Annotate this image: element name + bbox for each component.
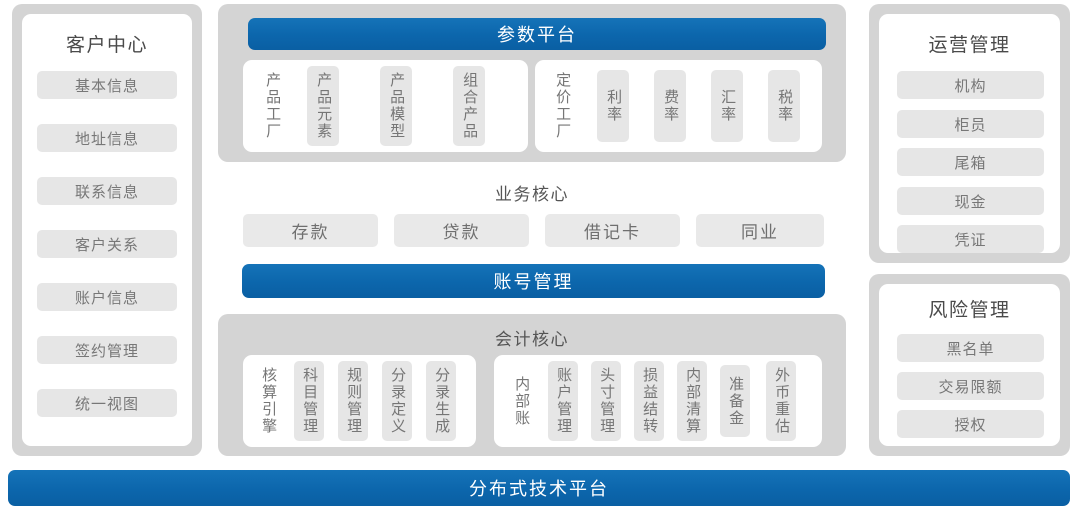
- tile-label: 准备金: [727, 375, 745, 427]
- tile-accounting-engine[interactable]: 核算引擎: [253, 361, 283, 441]
- tile-position-management[interactable]: 头寸管理: [591, 361, 621, 441]
- tile-label: 核算引擎: [260, 367, 278, 435]
- tile-entry-generation[interactable]: 分录生成: [426, 361, 456, 441]
- item-label: 借记卡: [584, 223, 641, 242]
- accounting-core-title: 会计核心: [495, 330, 569, 349]
- parameter-platform-header[interactable]: 参数平台: [248, 18, 826, 50]
- item-label: 同业: [741, 223, 779, 242]
- customer-center-item-6[interactable]: 签约管理: [37, 336, 177, 364]
- item-label: 凭证: [954, 231, 987, 249]
- account-management-bar[interactable]: 账号管理: [242, 264, 825, 298]
- business-core-item-debit-card[interactable]: 借记卡: [545, 214, 680, 247]
- tile-pricing-factory[interactable]: 定价工厂: [546, 66, 578, 146]
- tile-product-element[interactable]: 产品元素: [307, 66, 339, 146]
- item-label: 存款: [291, 223, 330, 242]
- risk-item-transaction-limit[interactable]: 交易限额: [897, 372, 1044, 400]
- parameter-platform-title: 参数平台: [497, 25, 577, 45]
- footer-platform-title: 分布式技术平台: [469, 479, 609, 499]
- tile-rule-management[interactable]: 规则管理: [338, 361, 368, 441]
- tile-interest-rate[interactable]: 利率: [597, 70, 629, 142]
- operations-item-teller[interactable]: 柜员: [897, 110, 1044, 138]
- tile-label: 组合产品: [461, 72, 479, 140]
- tile-label: 税率: [776, 89, 794, 123]
- tile-label: 产品工厂: [264, 72, 282, 140]
- tile-label: 费率: [662, 89, 680, 123]
- tile-label: 分录定义: [389, 367, 407, 435]
- tile-label: 科目管理: [301, 367, 319, 435]
- risk-item-blacklist[interactable]: 黑名单: [897, 334, 1044, 362]
- item-label: 交易限额: [938, 378, 1003, 396]
- item-label: 联系信息: [74, 183, 139, 201]
- tile-exchange-rate[interactable]: 汇率: [711, 70, 743, 142]
- item-label: 机构: [954, 77, 987, 95]
- item-label: 地址信息: [74, 130, 139, 148]
- customer-center-title: 客户中心: [65, 35, 148, 56]
- tile-label: 头寸管理: [598, 367, 616, 435]
- customer-center-item-1[interactable]: 基本信息: [37, 71, 177, 99]
- tile-internal-account[interactable]: 内部账: [506, 361, 536, 441]
- tile-label: 损益结转: [641, 367, 659, 435]
- tile-label: 内部清算: [684, 367, 702, 435]
- risk-item-authorization[interactable]: 授权: [897, 410, 1044, 438]
- tile-label: 定价工厂: [554, 72, 572, 140]
- operations-item-cashbox[interactable]: 尾箱: [897, 148, 1044, 176]
- risk-management-title: 风险管理: [928, 300, 1011, 321]
- business-core-item-interbank[interactable]: 同业: [696, 214, 824, 247]
- tile-profit-loss-carryover[interactable]: 损益结转: [634, 361, 664, 441]
- item-label: 账户信息: [74, 289, 139, 307]
- tile-label: 分录生成: [433, 367, 451, 435]
- tile-label: 账户管理: [555, 367, 573, 435]
- tile-label: 内部账: [513, 375, 531, 427]
- tile-fee-rate[interactable]: 费率: [654, 70, 686, 142]
- tile-subject-management[interactable]: 科目管理: [294, 361, 324, 441]
- operations-management-title: 运营管理: [928, 35, 1011, 56]
- item-label: 现金: [954, 193, 987, 211]
- business-core-item-loan[interactable]: 贷款: [394, 214, 529, 247]
- customer-center-item-2[interactable]: 地址信息: [37, 124, 177, 152]
- operations-item-org[interactable]: 机构: [897, 71, 1044, 99]
- tile-label: 外币重估: [773, 367, 791, 435]
- tile-label: 汇率: [719, 89, 737, 123]
- customer-center-item-7[interactable]: 统一视图: [37, 389, 177, 417]
- tile-product-factory[interactable]: 产品工厂: [256, 66, 288, 146]
- item-label: 柜员: [954, 116, 987, 134]
- business-core-title: 业务核心: [495, 185, 569, 204]
- tile-product-model[interactable]: 产品模型: [380, 66, 412, 146]
- tile-label: 产品元素: [315, 72, 333, 140]
- business-core-item-deposit[interactable]: 存款: [243, 214, 378, 247]
- operations-item-cash[interactable]: 现金: [897, 187, 1044, 215]
- item-label: 授权: [954, 416, 987, 434]
- tile-combined-product[interactable]: 组合产品: [453, 66, 485, 146]
- item-label: 黑名单: [946, 340, 995, 358]
- tile-label: 产品模型: [388, 72, 406, 140]
- tile-internal-settlement[interactable]: 内部清算: [677, 361, 707, 441]
- customer-center-item-3[interactable]: 联系信息: [37, 177, 177, 205]
- tile-label: 利率: [605, 89, 623, 123]
- account-management-title: 账号管理: [493, 272, 574, 292]
- tile-entry-definition[interactable]: 分录定义: [382, 361, 412, 441]
- customer-center-item-4[interactable]: 客户关系: [37, 230, 177, 258]
- tile-account-management[interactable]: 账户管理: [548, 361, 578, 441]
- item-label: 尾箱: [954, 154, 987, 172]
- item-label: 签约管理: [74, 342, 139, 360]
- item-label: 贷款: [442, 223, 481, 242]
- tile-reserve-fund[interactable]: 准备金: [720, 365, 750, 437]
- tile-foreign-currency-revaluation[interactable]: 外币重估: [766, 361, 796, 441]
- customer-center-item-5[interactable]: 账户信息: [37, 283, 177, 311]
- item-label: 统一视图: [74, 395, 139, 413]
- operations-item-voucher[interactable]: 凭证: [897, 225, 1044, 253]
- footer-platform-bar[interactable]: 分布式技术平台: [8, 470, 1070, 506]
- item-label: 基本信息: [74, 77, 139, 95]
- tile-label: 规则管理: [345, 367, 363, 435]
- item-label: 客户关系: [74, 236, 139, 254]
- tile-tax-rate[interactable]: 税率: [768, 70, 800, 142]
